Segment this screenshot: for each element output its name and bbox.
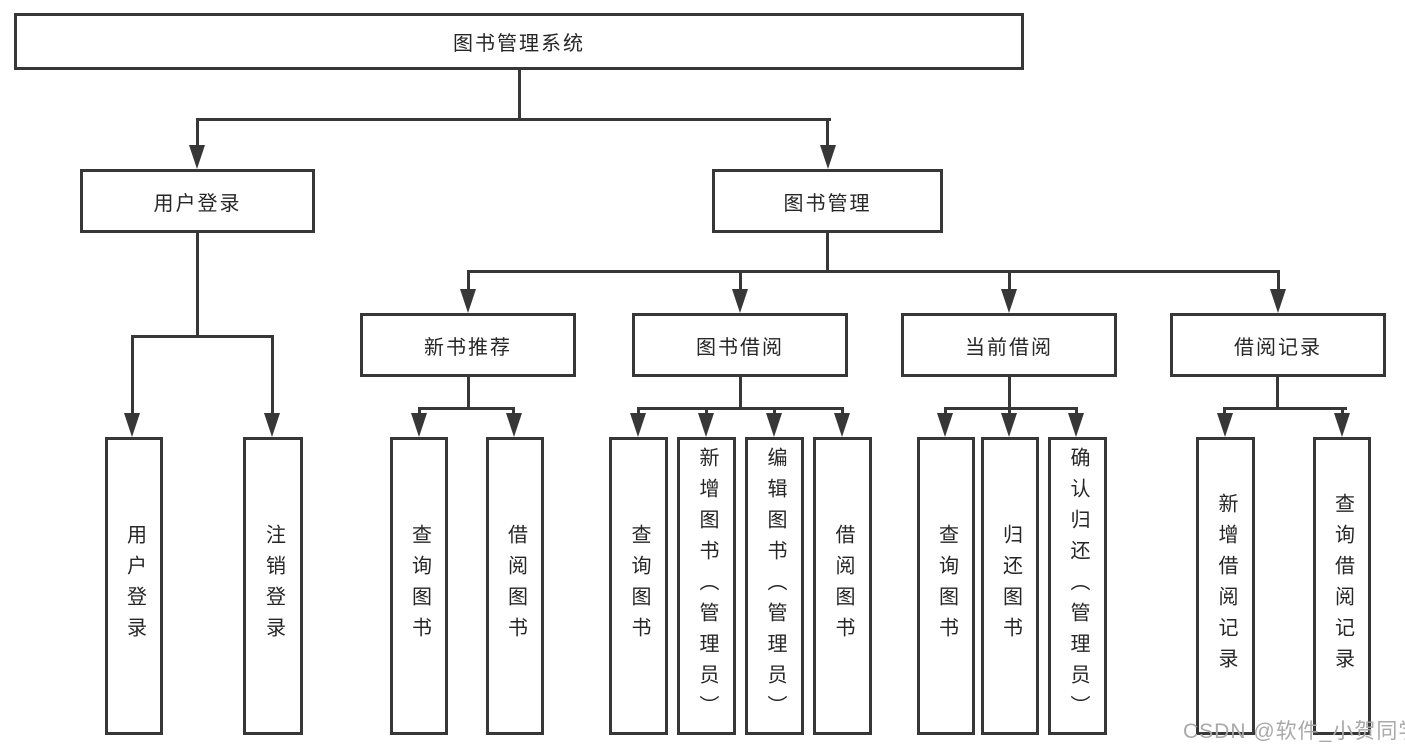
arrow-to-new-book bbox=[460, 289, 476, 313]
connector-current-bar bbox=[944, 407, 1078, 410]
arrow-to-leaf-login bbox=[124, 413, 140, 437]
arrow-to-book-mgmt bbox=[820, 145, 836, 169]
arrow-records-leaf-2 bbox=[1334, 413, 1350, 437]
leaf-user-login: 用户登录 bbox=[105, 437, 163, 735]
leaf-bb-query-books-label: 查询图书 bbox=[628, 524, 650, 648]
leaf-logout-label: 注销登录 bbox=[262, 524, 285, 648]
leaf-bb-edit-books: 编辑图书（管理员） bbox=[745, 437, 804, 735]
arrow-current-leaf-2 bbox=[1001, 413, 1017, 437]
connector-rec-bar bbox=[418, 407, 515, 410]
arrow-borrow-leaf-1 bbox=[630, 413, 646, 437]
connector-current-drop-3 bbox=[1075, 407, 1078, 416]
arrow-to-leaf-logout bbox=[264, 413, 280, 437]
node-library-system: 图书管理系统 bbox=[14, 13, 1024, 70]
connector-borrow-drop-2 bbox=[705, 407, 708, 416]
connector-mgmt-drop-3 bbox=[1008, 270, 1011, 292]
connector-rec-drop-2 bbox=[512, 407, 515, 416]
leaf-rec-query-books: 查询图书 bbox=[390, 437, 448, 735]
leaf-cb-confirm-return: 确认归还（管理员） bbox=[1048, 437, 1107, 735]
connector-records-bar bbox=[1223, 407, 1347, 410]
csdn-watermark: CSDN @软件_小贺同学 bbox=[1183, 720, 1405, 743]
leaf-logout: 注销登录 bbox=[243, 437, 303, 735]
connector-records-vertical bbox=[1276, 377, 1279, 407]
arrow-to-current-borrow bbox=[1001, 289, 1017, 313]
connector-user-drop-2 bbox=[271, 335, 274, 414]
connector-mgmt-drop-1 bbox=[467, 270, 470, 292]
connector-user-drop-1 bbox=[131, 335, 134, 414]
arrow-to-book-borrow bbox=[732, 289, 748, 313]
connector-borrow-drop-3 bbox=[773, 407, 776, 416]
connector-root-bar bbox=[196, 118, 831, 121]
leaf-rec-query-books-label: 查询图书 bbox=[408, 524, 431, 648]
arrow-to-records bbox=[1270, 289, 1286, 313]
connector-mgmt-vertical bbox=[826, 233, 829, 270]
leaf-br-add-record: 新增借阅记录 bbox=[1196, 437, 1255, 735]
connector-current-drop-2 bbox=[1008, 407, 1011, 416]
node-new-book-rec: 新书推荐 bbox=[360, 313, 576, 377]
connector-root-drop-left bbox=[196, 118, 199, 148]
leaf-cb-confirm-return-label: 确认归还（管理员） bbox=[1067, 446, 1089, 726]
connector-mgmt-bar bbox=[467, 270, 1280, 273]
leaf-bb-query-books: 查询图书 bbox=[609, 437, 668, 735]
arrow-to-user-login bbox=[189, 145, 205, 169]
node-current-borrow: 当前借阅 bbox=[901, 313, 1117, 377]
leaf-cb-query-books: 查询图书 bbox=[917, 437, 975, 735]
connector-user-vertical bbox=[196, 233, 199, 335]
connector-borrow-vertical bbox=[739, 377, 742, 407]
connector-mgmt-drop-4 bbox=[1277, 270, 1280, 292]
leaf-bb-add-books: 新增图书（管理员） bbox=[677, 437, 736, 735]
connector-root-vertical bbox=[518, 70, 521, 118]
connector-rec-vertical bbox=[467, 377, 470, 407]
leaf-cb-return-books: 归还图书 bbox=[981, 437, 1039, 735]
node-book-mgmt: 图书管理 bbox=[712, 169, 943, 233]
leaf-rec-borrow-books-label: 借阅图书 bbox=[504, 524, 527, 648]
connector-borrow-drop-1 bbox=[637, 407, 640, 416]
arrow-records-leaf-1 bbox=[1217, 413, 1233, 437]
node-borrow-records: 借阅记录 bbox=[1170, 313, 1386, 377]
connector-records-drop-2 bbox=[1341, 407, 1344, 416]
arrow-borrow-leaf-3 bbox=[766, 413, 782, 437]
connector-borrow-bar bbox=[637, 407, 843, 410]
connector-user-bar bbox=[131, 335, 273, 338]
leaf-br-query-record-label: 查询借阅记录 bbox=[1331, 493, 1354, 679]
arrow-current-leaf-1 bbox=[937, 413, 953, 437]
arrow-current-leaf-3 bbox=[1068, 413, 1084, 437]
arrow-borrow-leaf-2 bbox=[698, 413, 714, 437]
leaf-rec-borrow-books: 借阅图书 bbox=[486, 437, 544, 735]
connector-records-drop-1 bbox=[1223, 407, 1226, 416]
leaf-bb-add-books-label: 新增图书（管理员） bbox=[696, 446, 718, 726]
node-book-borrow: 图书借阅 bbox=[632, 313, 848, 377]
arrow-rec-leaf-2 bbox=[506, 413, 522, 437]
leaf-br-query-record: 查询借阅记录 bbox=[1313, 437, 1371, 735]
connector-rec-drop-1 bbox=[418, 407, 421, 416]
leaf-bb-borrow-books-label: 借阅图书 bbox=[832, 524, 854, 648]
leaf-bb-edit-books-label: 编辑图书（管理员） bbox=[764, 446, 786, 726]
arrow-borrow-leaf-4 bbox=[834, 413, 850, 437]
connector-current-vertical bbox=[1008, 377, 1011, 407]
connector-root-drop-right bbox=[826, 118, 829, 148]
leaf-bb-borrow-books: 借阅图书 bbox=[813, 437, 872, 735]
arrow-rec-leaf-1 bbox=[411, 413, 427, 437]
leaf-user-login-label: 用户登录 bbox=[123, 524, 146, 648]
leaf-cb-query-books-label: 查询图书 bbox=[935, 524, 958, 648]
node-user-login: 用户登录 bbox=[80, 169, 315, 233]
connector-current-drop-1 bbox=[944, 407, 947, 416]
connector-mgmt-drop-2 bbox=[739, 270, 742, 292]
connector-borrow-drop-4 bbox=[841, 407, 844, 416]
leaf-cb-return-books-label: 归还图书 bbox=[999, 524, 1022, 648]
leaf-br-add-record-label: 新增借阅记录 bbox=[1215, 493, 1237, 679]
